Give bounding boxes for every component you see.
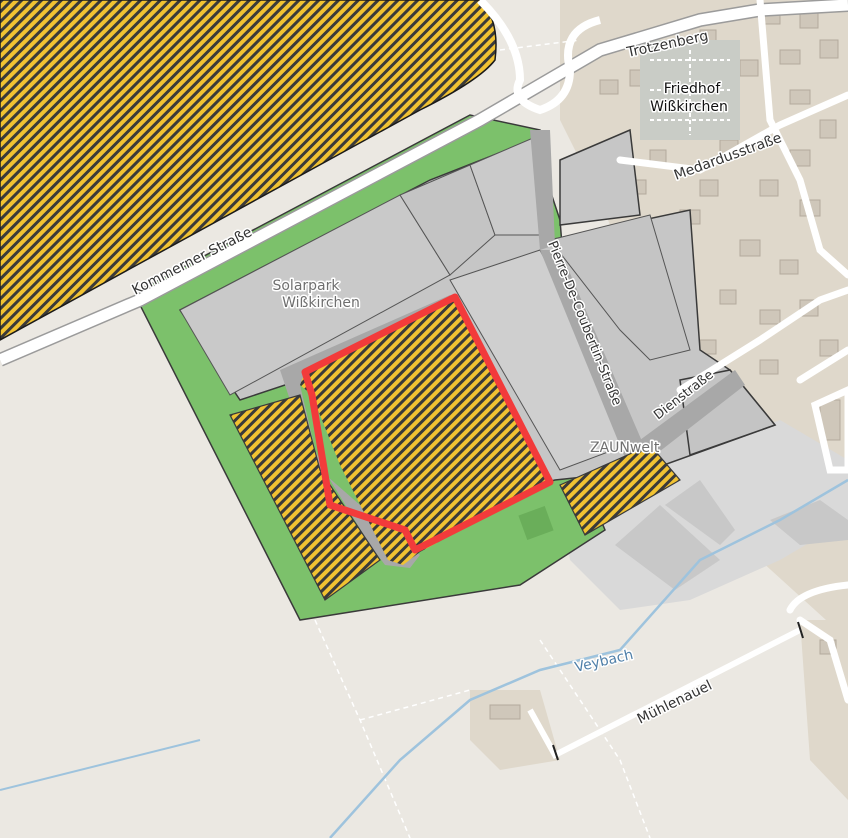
access-road-north [530,130,555,250]
hatched-field-southeast [559,444,681,536]
interchange-road[interactable] [477,0,602,115]
solarpark-label-line2: Wißkirchen [282,295,360,311]
veybach-river [329,478,848,838]
zaunwelt-label: ZAUNwelt [590,440,660,456]
friedhof-label-line2: Wißkirchen [650,99,728,115]
stream-west [0,739,201,791]
cemetery-paths [650,50,730,135]
industrial-parcel-c [559,128,641,226]
village-roads[interactable] [616,0,848,704]
friedhof-label-line1: Friedhof [664,81,722,97]
pierre-coubertin-road [540,250,650,470]
muehlenauel-road[interactable] [527,627,802,759]
highlighted-parcel-outline[interactable] [301,293,554,554]
solarpark-label-line1: Solarpark [272,278,340,294]
industrial-parcel-d [549,214,691,361]
dienststrasse-road [640,370,745,455]
footpaths [314,39,651,838]
road-end-marker [552,744,559,761]
road-end-marker-east [797,621,804,639]
small-green-patch [518,505,554,541]
